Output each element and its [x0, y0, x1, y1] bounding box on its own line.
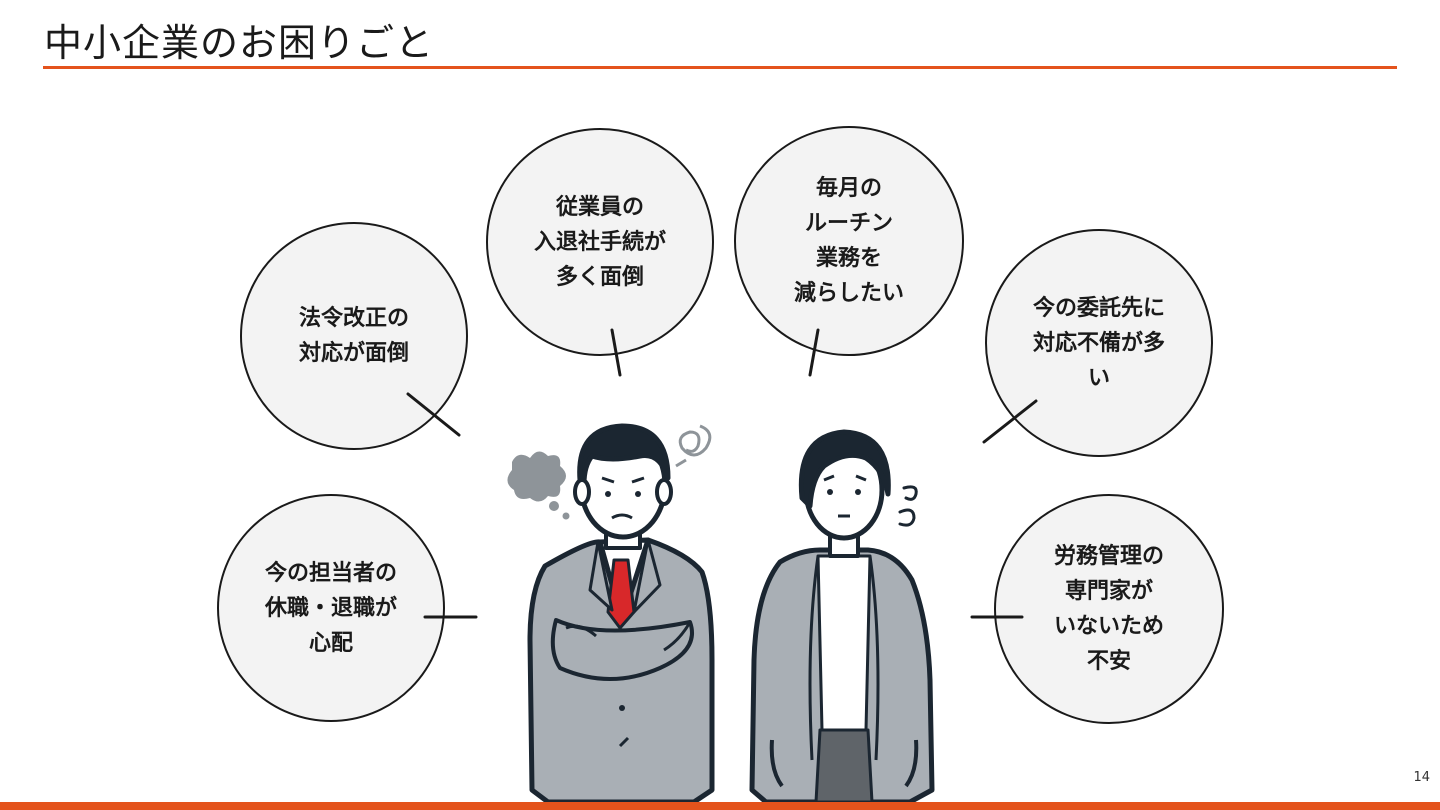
bubble-onboarding: 従業員の 入退社手続が 多く面倒: [486, 128, 714, 356]
bubble-text: 今の委託先に 対応不備が多 い: [1032, 295, 1165, 391]
tail-outsourcing: [982, 399, 1038, 444]
footer-bar: [0, 802, 1440, 810]
bubble-text: 労務管理の 専門家が いないため 不安: [1053, 544, 1164, 674]
bubble-text: 従業員の 入退社手続が 多く面倒: [533, 194, 666, 290]
bubble-no-expert: 労務管理の 専門家が いないため 不安: [994, 494, 1224, 724]
page-title: 中小企業のお困りごと: [44, 21, 435, 65]
tail-onboarding: [610, 328, 622, 377]
page-number: 14: [1413, 770, 1430, 785]
businesswoman-figure: [749, 429, 935, 805]
bubble-routine: 毎月の ルーチン 業務を 減らしたい: [734, 126, 964, 356]
worry-lines-icon: [898, 485, 918, 527]
bubble-staff-leave: 今の担当者の 休職・退職が 心配: [217, 494, 445, 722]
frustration-cloud-icon: [507, 451, 570, 520]
bubble-text: 毎月の ルーチン 業務を 減らしたい: [793, 176, 904, 306]
bubble-text: 法令改正の 対応が面倒: [298, 306, 409, 366]
dizzy-spiral-icon: [675, 424, 712, 468]
tail-legal-revision: [406, 392, 461, 437]
bubble-text: 今の担当者の 休職・退職が 心配: [264, 560, 397, 656]
businessman-figure: [527, 423, 715, 805]
bubble-outsourcing: 今の委託先に 対応不備が多 い: [985, 229, 1213, 457]
tail-routine: [808, 328, 820, 377]
title-underline: [43, 66, 1397, 69]
